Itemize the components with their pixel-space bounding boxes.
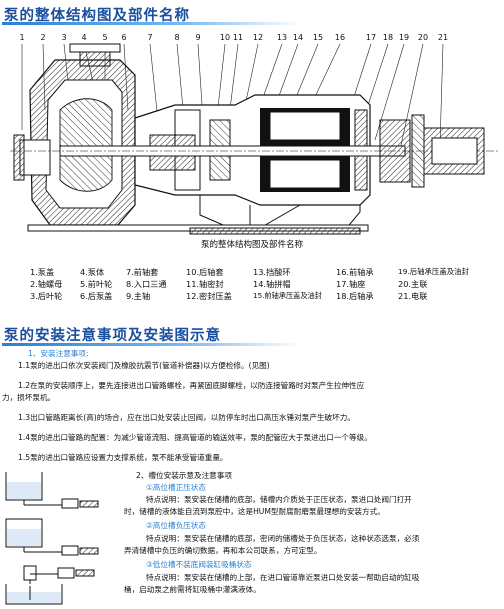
part-13: 13.挡酸环: [253, 267, 291, 277]
callout-10: 10: [220, 33, 230, 42]
case-3-title: ③低位槽不装底阀装缸吸桶状态: [146, 560, 252, 569]
case-1-text-a: 特点说明：泵安装在储槽的底部，储槽内介质处于正压状态，泵进口处阀门打开: [146, 495, 412, 504]
part-6: 6.后泵盖: [80, 291, 113, 301]
callout-13: 13: [277, 33, 287, 42]
part-17: 17.轴座: [336, 279, 366, 289]
callout-15: 15: [313, 33, 323, 42]
note-1-1: 1.1泵的进出口依次安装阀门及橡胶抗震节(管道补偿器)以方便检修。(见图): [18, 361, 270, 370]
callout-8: 8: [174, 33, 179, 42]
callout-3: 3: [61, 33, 66, 42]
tank-figure-positive-pressure: [5, 472, 99, 509]
part-14: 14.轴拼帽: [253, 279, 291, 289]
bearing-bracket: [134, 94, 371, 231]
callout-7: 7: [147, 33, 152, 42]
callout-2: 2: [40, 33, 45, 42]
tank-figure-low-level-suction: [5, 565, 95, 605]
pump-casing: [13, 43, 136, 226]
notes-heading-2: 2、槽位安装示意及注意事项: [136, 471, 232, 480]
callout-16: 16: [335, 33, 345, 42]
callout-17: 17: [366, 33, 376, 42]
callout-5: 5: [102, 33, 107, 42]
part-12: 12.密封压盖: [186, 291, 232, 301]
part-21: 21.电联: [398, 291, 428, 301]
case-2-text-b: 弄清储槽中负压的确切数据，再和本公司联系，方可定型。: [124, 546, 322, 555]
part-11: 11.轴密封: [186, 279, 224, 289]
base: [27, 224, 369, 235]
part-10: 10.后轴套: [186, 267, 224, 277]
part-20: 20.主联: [398, 279, 428, 289]
notes-heading-1: 1、安装注意事项:: [28, 349, 89, 358]
section-title-underline-2: [2, 343, 302, 346]
tank-figure-negative-pressure: [5, 518, 99, 556]
callout-4: 4: [81, 33, 86, 42]
callout-18: 18: [383, 33, 393, 42]
note-1-2b: 力，损坏泵机。: [2, 393, 56, 402]
part-1: 1.泵盖: [30, 267, 55, 277]
callout-14: 14: [293, 33, 303, 42]
section-title-structure: 泵的整体结构图及部件名称: [4, 8, 190, 24]
section-title-underline: [2, 22, 302, 25]
part-5: 5.前叶轮: [80, 279, 113, 289]
callout-12: 12: [253, 33, 263, 42]
callout-6: 6: [121, 33, 126, 42]
section-title-installation: 泵的安装注意事项及安装图示意: [4, 328, 221, 344]
case-1-text-b: 时，储槽的液体能自流到泵腔中，这是HUM型耐腐耐磨泵最理想的安装方式。: [124, 507, 385, 516]
part-9: 9.主轴: [126, 291, 151, 301]
note-1-5: 1.5泵的进出口管路应设置力支撑系统，泵不能承受管道重量。: [18, 453, 228, 462]
case-1-title: ①高位槽正压状态: [146, 483, 206, 492]
part-19: 19.后轴承压盖及油封: [398, 267, 469, 276]
part-18: 18.后轴承: [336, 291, 374, 301]
callout-11: 11: [233, 33, 243, 42]
part-15: 15.前轴承压盖及油封: [253, 291, 322, 300]
callout-19: 19: [399, 33, 409, 42]
note-1-2a: 1.2在泵的安装顺序上，要先连接进出口管路螺栓，再紧固底脚螺栓，以防连接管路时对…: [18, 381, 365, 390]
part-3: 3.后叶轮: [30, 291, 63, 301]
case-2-title: ②高位槽负压状态: [146, 521, 206, 530]
part-4: 4.泵体: [80, 267, 105, 277]
callout-1: 1: [19, 33, 24, 42]
note-1-4: 1.4泵的进出口管路的配置：为减少管道流阻、提高管道的输送效率，泵的配管应大于泵…: [18, 433, 372, 442]
part-7: 7.前轴套: [126, 267, 159, 277]
part-8: 8.入口三通: [126, 279, 167, 289]
callout-9: 9: [195, 33, 200, 42]
part-2: 2.轴螺母: [30, 279, 63, 289]
diagram-caption: 泵的整体结构图及部件名称: [200, 240, 303, 250]
coupling: [379, 114, 485, 188]
case-3-text-a: 特点说明：泵安装在储槽的上部，在进口管道靠近泵进口处安装一帮助启动的缸吸: [146, 573, 420, 582]
part-16: 16.前轴承: [336, 267, 374, 277]
case-3-text-b: 桶，启动泵之前需将缸吸桶中灌满液体。: [124, 585, 261, 594]
note-1-3: 1.3出口管路距离长(高)的场合，应在出口处安装止回阀，以防停车时出口高压水锤对…: [18, 413, 355, 422]
callout-21: 21: [438, 33, 448, 42]
callout-20: 20: [418, 33, 428, 42]
case-2-text-a: 特点说明：泵安装在储槽的底部，密闭的储槽处于负压状态，这种状态选泵，必须: [146, 534, 420, 543]
